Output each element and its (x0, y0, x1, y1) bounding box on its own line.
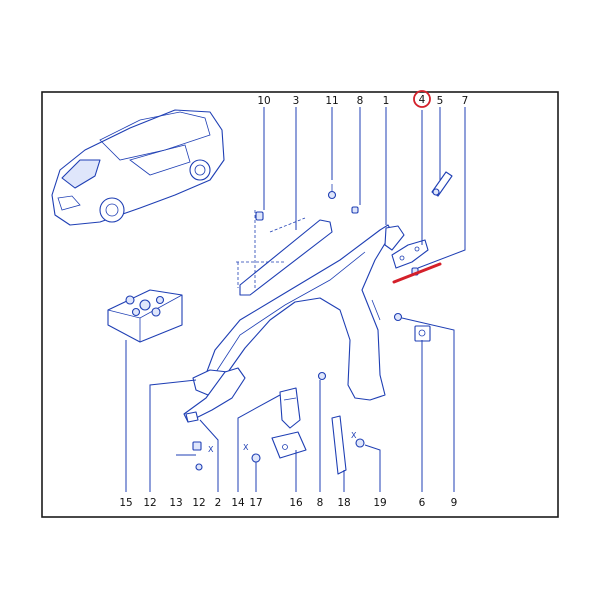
callout-9: 9 (451, 497, 458, 509)
front-bracket (183, 367, 246, 423)
callout-5: 5 (437, 95, 444, 107)
callout-7: 7 (462, 95, 469, 107)
leader-lines (125, 107, 466, 492)
upper-bracket (391, 239, 429, 269)
callout-10: 10 (257, 95, 270, 107)
lower-parts (185, 387, 365, 475)
callouts-bottom: 15 12 13 12 2 14 17 16 8 18 19 6 9 (119, 497, 457, 509)
highlight-circle (413, 90, 431, 108)
callout-19: 19 (373, 497, 386, 509)
highlight-line (392, 262, 442, 284)
x-mark: X (351, 431, 357, 440)
sensor-part (431, 171, 453, 197)
trim-strip (236, 210, 333, 296)
callout-12b: 12 (192, 497, 205, 509)
callout-6: 6 (419, 497, 426, 509)
callout-14: 14 (231, 497, 245, 509)
callout-15: 15 (119, 497, 132, 509)
callout-1: 1 (383, 95, 390, 107)
callout-13: 13 (169, 497, 182, 509)
callout-11: 11 (325, 95, 338, 107)
callout-18: 18 (337, 497, 350, 509)
callout-16: 16 (289, 497, 303, 509)
callout-8-top: 8 (357, 95, 364, 107)
fender-panel (199, 224, 405, 401)
diagram-frame (41, 91, 559, 518)
car-overview (51, 109, 225, 226)
screws-box (107, 289, 183, 343)
x-mark: X (208, 445, 214, 454)
callout-12: 12 (143, 497, 156, 509)
callout-3: 3 (293, 95, 300, 107)
callouts-top: 10 3 11 8 1 4 5 7 (257, 94, 468, 107)
x-mark: X (243, 443, 249, 452)
callout-17: 17 (249, 497, 262, 509)
callout-4: 4 (419, 94, 426, 106)
callout-2: 2 (215, 497, 222, 509)
callout-8: 8 (317, 497, 324, 509)
